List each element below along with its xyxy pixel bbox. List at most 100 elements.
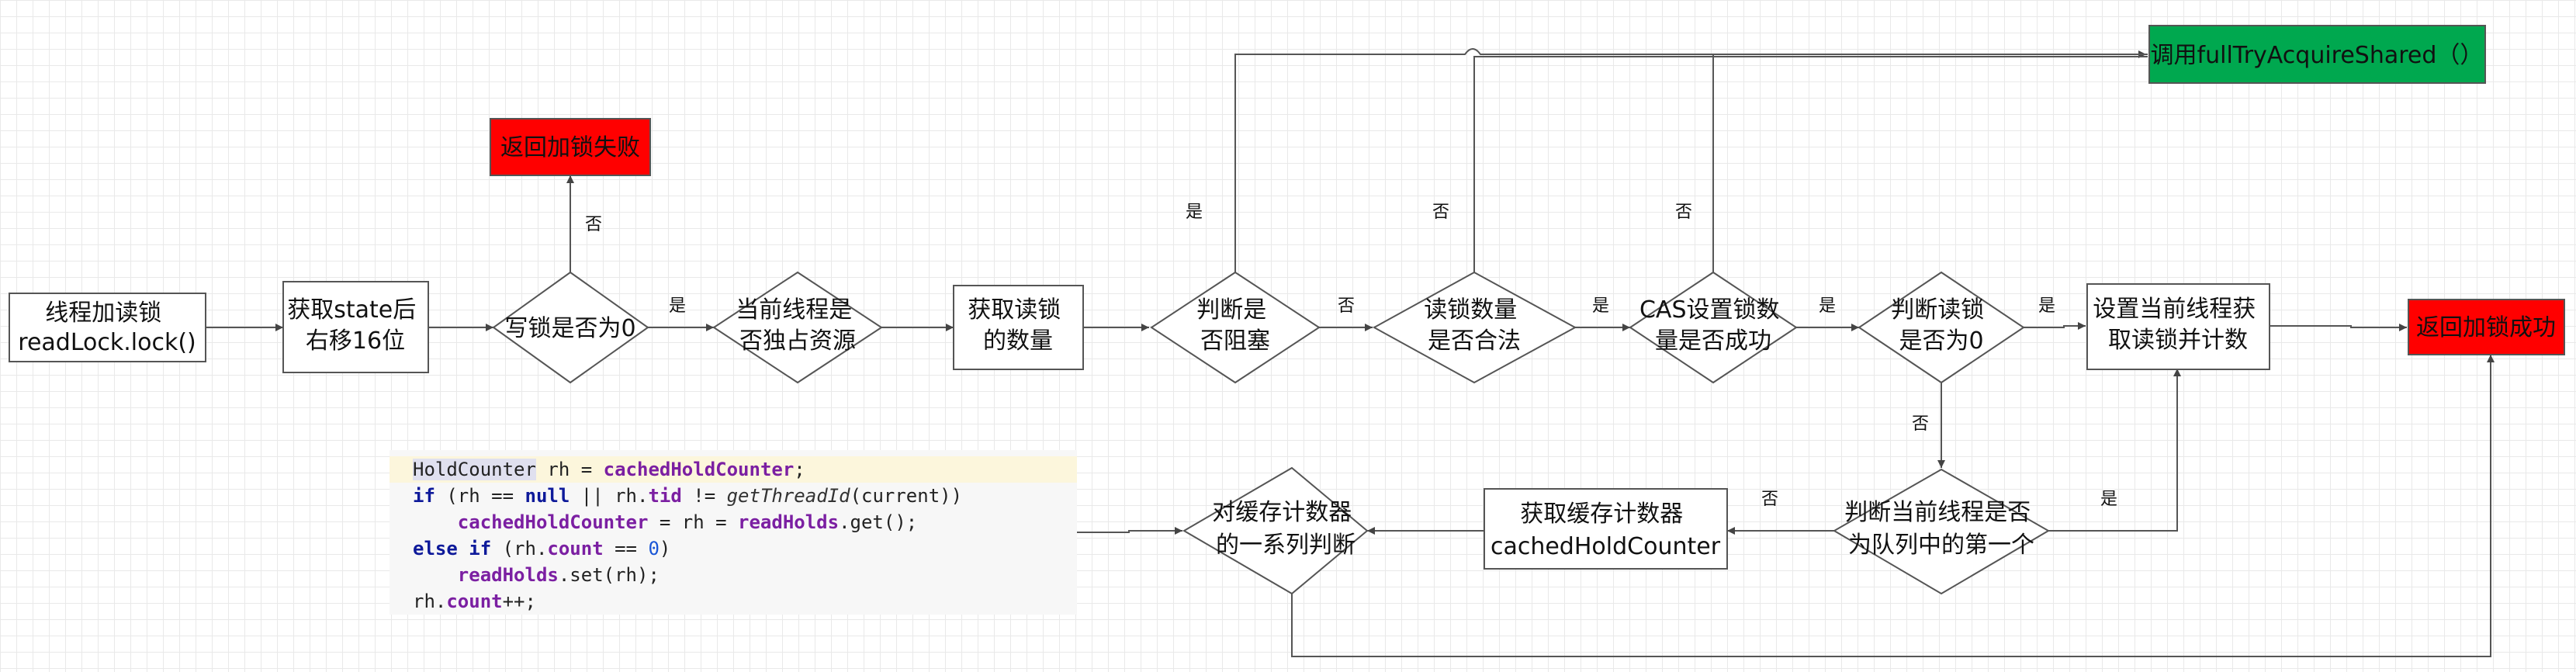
- edge-queue-to-setfirst: [2041, 369, 2181, 532]
- svg-text:对缓存计数器 的一系列判断: 对缓存计数器 的一系列判断: [1212, 499, 1359, 559]
- edge-blocked-to-fulltry: [1234, 48, 2146, 272]
- svg-text:设置当前线程获 取读锁并计数: 设置当前线程获 取读锁并计数: [2093, 296, 2263, 354]
- label-blocked-no: 否: [1338, 296, 1355, 316]
- node-shift: 获取state后 右移16位: [282, 281, 429, 373]
- label-queue-yes: 是: [2100, 490, 2117, 509]
- edges: [206, 48, 2495, 657]
- node-cache-judge-line-1: 对缓存计数器: [1212, 499, 1352, 526]
- label-zero-yes: 是: [2038, 296, 2055, 316]
- code-token: || rh.: [570, 485, 649, 507]
- code-line-3: cachedHoldCounter = rh = readHolds.get()…: [413, 509, 1077, 535]
- node-read-zero-line-1: 判断读锁: [1891, 296, 1984, 324]
- code-token: readHolds: [738, 511, 840, 533]
- svg-text:返回加锁失败: 返回加锁失败: [500, 134, 640, 161]
- code-token: (current)): [850, 485, 963, 507]
- svg-text:当前线程是 否独占资源: 当前线程是 否独占资源: [736, 296, 860, 355]
- node-set-first-line-2: 取读锁并计数: [2108, 327, 2248, 354]
- code-line-4: else if (rh.count == 0): [413, 535, 1077, 562]
- code-token: readHolds: [457, 564, 559, 586]
- node-blocked-line-1: 判断是: [1196, 296, 1266, 324]
- node-get-cache-line-2: cachedHoldCounter: [1491, 533, 1721, 560]
- code-token: else if: [413, 538, 492, 559]
- node-shift-line-2: 右移16位: [306, 327, 405, 355]
- svg-text:判断读锁 是否为0: 判断读锁 是否为0: [1891, 296, 1992, 355]
- svg-text:写锁是否为0: 写锁是否为0: [504, 315, 635, 342]
- label-zero-no: 否: [1912, 414, 1929, 434]
- svg-text:获取state后 右移16位: 获取state后 右移16位: [287, 296, 424, 355]
- code-token: = rh =: [648, 511, 739, 533]
- node-get-cache: 获取缓存计数器 cachedHoldCounter: [1484, 488, 1728, 570]
- svg-text:获取读锁 的数量: 获取读锁 的数量: [968, 296, 1068, 355]
- node-read-zero-line-2: 是否为0: [1899, 327, 1983, 355]
- node-write-lock-zero: 写锁是否为0: [492, 271, 649, 384]
- code-token: (rh.: [491, 538, 548, 559]
- node-write-lock-zero-line-1: 写锁是否为0: [504, 315, 635, 342]
- code-token: ;: [794, 459, 805, 480]
- node-blocked: 判断是 否阻塞: [1150, 271, 1321, 384]
- node-first-in-queue: 判断当前线程是否 为队列中的第一个: [1833, 468, 2050, 595]
- label-write-yes: 是: [669, 296, 686, 316]
- node-full-try: 调用fullTryAcquireShared（）: [2148, 25, 2486, 84]
- code-token: 0: [648, 538, 660, 559]
- node-cache-judge-line-2: 的一系列判断: [1216, 532, 1356, 559]
- edge-cas-to-fulltry: [1712, 54, 2148, 272]
- code-token: [413, 564, 458, 586]
- node-get-cache-line-1: 获取缓存计数器: [1520, 501, 1683, 528]
- code-line-2: if (rh == null || rh.tid != getThreadId(…: [413, 483, 1077, 509]
- node-shift-line-1: 获取state后: [287, 296, 416, 324]
- svg-text:调用fullTryAcquireShared（）: 调用fullTryAcquireShared（）: [2151, 42, 2484, 69]
- label-cas-yes: 是: [1819, 296, 1836, 316]
- svg-text:获取缓存计数器 cachedHoldCoun: 获取缓存计数器 cachedHoldCounter: [1491, 501, 1721, 560]
- code-token: if: [413, 485, 435, 507]
- node-start-line-2: readLock.lock(): [18, 329, 196, 356]
- code-token: [413, 511, 458, 533]
- code-token: tid: [648, 485, 682, 507]
- node-success-line-1: 返回加锁成功: [2416, 314, 2556, 341]
- node-first-in-queue-line-1: 判断当前线程是否: [1844, 499, 2031, 526]
- node-fail-line-1: 返回加锁失败: [500, 134, 640, 161]
- code-token: (rh ==: [435, 485, 525, 507]
- node-fail: 返回加锁失败: [490, 118, 651, 176]
- node-count-legal-line-2: 是否合法: [1428, 327, 1521, 355]
- node-success: 返回加锁成功: [2408, 299, 2565, 355]
- code-token: null: [525, 485, 570, 507]
- node-exclusive: 当前线程是 否独占资源: [712, 271, 883, 384]
- node-count-legal-line-1: 读锁数量: [1424, 296, 1517, 324]
- code-token: ==: [603, 538, 649, 559]
- svg-text:判断是 否阻塞: 判断是 否阻塞: [1196, 296, 1274, 355]
- code-token: rh.: [413, 591, 447, 612]
- node-count-legal: 读锁数量 是否合法: [1372, 271, 1577, 384]
- label-queue-no: 否: [1761, 490, 1778, 509]
- code-token: !=: [681, 485, 727, 507]
- node-cas-line-2: 量是否成功: [1655, 327, 1771, 355]
- code-token: ): [659, 538, 671, 559]
- code-line-1: HoldCounter rh = cachedHoldCounter;: [390, 456, 1077, 483]
- label-cas-no: 否: [1675, 203, 1692, 222]
- code-token: rh =: [535, 459, 604, 480]
- edge-legal-to-fulltry: [1473, 56, 2148, 272]
- label-write-no: 否: [585, 215, 602, 234]
- node-full-try-line-1: 调用fullTryAcquireShared（）: [2151, 42, 2484, 69]
- edge-cachejudge-to-success: [1291, 355, 2495, 657]
- code-token: .set(rh);: [558, 564, 660, 586]
- node-set-first-line-1: 设置当前线程获: [2093, 296, 2256, 323]
- code-token: ++;: [502, 591, 536, 612]
- node-cache-judge: 对缓存计数器 的一系列判断: [1182, 466, 1369, 595]
- code-line-6: rh.count++;: [413, 588, 1077, 615]
- edge-labels: 否 是 是 否 否 是 否 是 是 否 否 是: [585, 203, 2117, 509]
- node-read-count-line-1: 获取读锁: [968, 296, 1061, 324]
- svg-text:读锁数量 是否合法: 读锁数量 是否合法: [1424, 296, 1525, 355]
- code-token: HoldCounter: [413, 459, 536, 480]
- nodes: 线程加读锁 readLock.lock() 获取state后 右移16位 写锁是…: [9, 25, 2565, 595]
- edge-readzero-to-setfirst: [2024, 322, 2086, 330]
- node-exclusive-line-2: 否独占资源: [739, 327, 856, 355]
- svg-text:CAS设置锁数 量是否成功: CAS设置锁数 量是否成功: [1639, 296, 1787, 355]
- edge-setfirst-to-success: [2270, 324, 2407, 331]
- svg-text:判断当前线程是否 为队列中的第一个: 判断当前线程是否 为队列中的第一个: [1844, 499, 2038, 559]
- node-set-first: 设置当前线程获 取读锁并计数: [2086, 283, 2270, 370]
- node-read-count-line-2: 的数量: [983, 327, 1053, 355]
- node-blocked-line-2: 否阻塞: [1200, 327, 1270, 355]
- code-line-5: readHolds.set(rh);: [413, 562, 1077, 588]
- svg-text:线程加读锁 readLock.lock(): 线程加读锁 readLock.lock(): [18, 300, 196, 356]
